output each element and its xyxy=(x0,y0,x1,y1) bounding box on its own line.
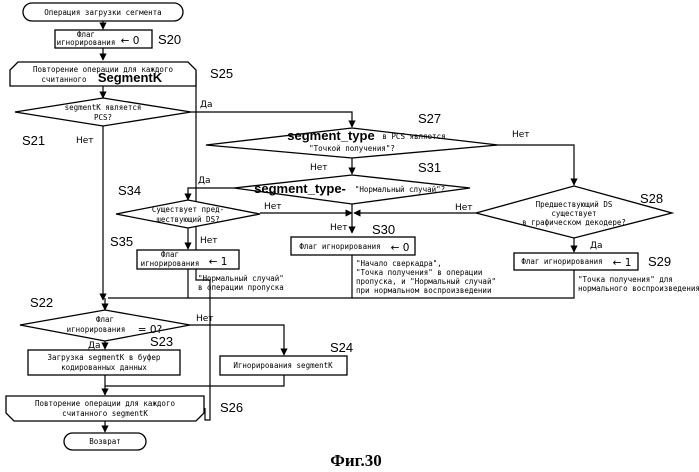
s27-big: segment_type xyxy=(287,128,374,143)
s22-line1: Флаг xyxy=(96,315,114,324)
s22-no: Нет xyxy=(196,314,214,324)
s30-value: ← 0 xyxy=(391,242,410,254)
s28-line1: Предшествующий DS xyxy=(536,200,613,209)
s25-line2a: считанного xyxy=(41,75,87,84)
s31-no: Нет xyxy=(330,223,348,233)
s25-step: S25 xyxy=(210,66,233,81)
s29-note1: "Точка получения" для xyxy=(578,275,673,284)
step-s25: Повторение операции для каждого считанно… xyxy=(10,62,233,86)
s35-value: ← 1 xyxy=(209,256,228,268)
step-s35: Флаг игнорирования ← 1 S35 "Нормальный с… xyxy=(110,234,284,292)
s29-label: Флаг игнорирования xyxy=(521,257,602,266)
end-terminator: Возврат xyxy=(64,433,146,450)
s35-note2: в операции пропуска xyxy=(198,283,284,292)
s27-line2: "Точкой получения"? xyxy=(309,144,395,153)
figure-caption: Фиг.30 xyxy=(330,451,381,470)
s28-no: Нет xyxy=(455,203,473,213)
s21-line1: segmentK является xyxy=(65,103,142,112)
s25-line2b: SegmentK xyxy=(98,70,163,85)
s30-note1: "Начало сверкадра", xyxy=(356,259,442,268)
s35-line1: Флаг xyxy=(161,250,179,259)
start-terminator: Операция загрузки сегмента xyxy=(23,3,183,21)
step-s24: Игнорирования segmentK S24 xyxy=(220,340,353,375)
s28-yes: Да xyxy=(590,241,603,251)
decision-s31: segment_type- "Нормальный случай"? Да S3… xyxy=(198,160,470,204)
s26-step: S26 xyxy=(220,400,243,415)
s34-step: S34 xyxy=(118,183,141,198)
s30-note4: при нормальном воспроизведении xyxy=(356,286,491,295)
step-s29: Флаг игнорирования ← 1 S29 "Точка получе… xyxy=(514,253,699,293)
s31-big: segment_type- xyxy=(254,181,346,196)
s31-rest: "Нормальный случай"? xyxy=(355,185,445,194)
s34-yes: Нет xyxy=(200,236,218,246)
s20-step: S20 xyxy=(158,32,181,47)
s27-rest: в PCS является xyxy=(382,132,445,141)
s22-step: S22 xyxy=(30,295,53,310)
s23-line2: кодированных данных xyxy=(61,363,147,372)
s21-line2: PCS? xyxy=(94,113,112,122)
s21-yes: Да xyxy=(200,100,213,110)
s21-no: Нет xyxy=(76,136,94,146)
decision-s21: segmentK является PCS? Да Нет S21 xyxy=(15,98,213,148)
s29-note2: нормального воспроизведения xyxy=(578,284,699,293)
s35-line2: игнорирования xyxy=(141,259,200,268)
s35-note1: "Нормальный случай" xyxy=(198,274,284,283)
s24-label: Игнорирования segmentK xyxy=(233,361,333,370)
s20-line2: игнорирования xyxy=(57,38,116,47)
s27-step: S27 xyxy=(418,111,441,126)
s23-step: S23 xyxy=(150,334,173,349)
s31-step: S31 xyxy=(418,160,441,175)
decision-s28: Предшествующий DS существует в графическ… xyxy=(455,186,672,251)
s30-note2: "Точка получения" в операции xyxy=(356,268,482,277)
s34-no: Нет xyxy=(264,202,282,212)
s27-yes-label: Нет xyxy=(310,163,328,173)
s22-line2a: игнорирования xyxy=(67,325,126,334)
s34-line1: Существует пред- xyxy=(152,205,224,214)
s26-line1: Повторение операции для каждого xyxy=(35,399,175,408)
s30-label: Флаг игнорирования xyxy=(299,242,380,251)
step-s20: Флаг игнорирования ← 0 S20 xyxy=(55,30,181,48)
s28-line3: в графическом декодере? xyxy=(522,218,626,227)
decision-s27: segment_type в PCS является "Точкой полу… xyxy=(206,111,530,158)
s27-no: Нет xyxy=(512,130,530,140)
s31-yes: Да xyxy=(198,176,211,186)
step-s30: Флаг игнорирования ← 0 S30 "Начало сверк… xyxy=(291,222,496,295)
start-label: Операция загрузки сегмента xyxy=(44,8,161,17)
s30-note3: пропуска, и "Нормальный случай" xyxy=(356,277,496,286)
s28-step: S28 xyxy=(640,191,663,206)
s23-line1: Загрузка segmentK в буфер xyxy=(48,353,161,362)
s29-value: ← 1 xyxy=(613,257,632,269)
s21-step: S21 xyxy=(22,133,45,148)
s24-step: S24 xyxy=(330,340,353,355)
s26-line2: считанного segmentK xyxy=(62,409,148,418)
step-s26: Повторение операции для каждого считанно… xyxy=(6,396,243,421)
s29-step: S29 xyxy=(648,254,671,269)
s28-line2: существует xyxy=(551,209,596,218)
s30-step: S30 xyxy=(372,222,395,237)
end-label: Возврат xyxy=(89,437,121,446)
s20-value: ← 0 xyxy=(121,35,140,47)
s34-line2: шествующий DS? xyxy=(156,215,219,224)
decision-s22: Флаг игнорирования = 0? Да Нет S22 xyxy=(20,295,214,351)
s35-step: S35 xyxy=(110,234,133,249)
